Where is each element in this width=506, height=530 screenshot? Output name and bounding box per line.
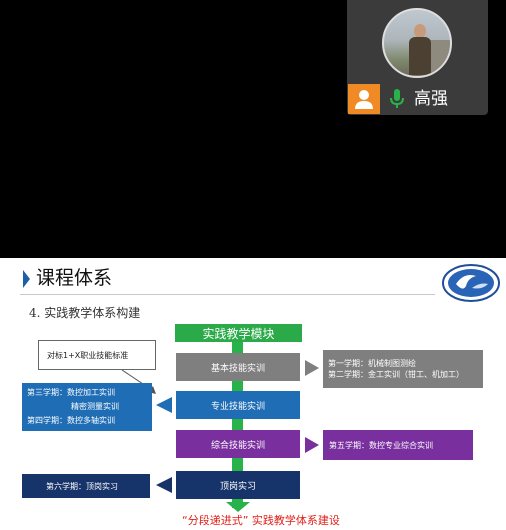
basic-skills-detail: 第一学期：机械制图测绘 第二学期：金工实训（钳工、机加工）: [323, 350, 483, 388]
module-header: 实践教学模块: [175, 324, 302, 342]
user-icon: [355, 90, 373, 109]
arrow-right-icon: [305, 360, 319, 376]
participant-name: 高强: [414, 89, 448, 109]
background-wall: [428, 40, 450, 76]
person-body: [409, 37, 431, 75]
arrow-left-icon: [156, 477, 172, 493]
arrow-right-icon: [305, 437, 319, 453]
basic-detail-line2: 第二学期：金工实训（钳工、机加工）: [328, 370, 464, 379]
internship-box: 顶岗实习: [176, 471, 300, 499]
prof-detail-line2: 精密测量实训: [71, 402, 119, 411]
slide-subtitle: 4. 实践教学体系构建: [29, 306, 141, 320]
presentation-slide: 课程体系 4. 实践教学体系构建 实践教学模块 基本技能实训 专业技能实训 综合…: [0, 258, 506, 530]
prof-detail-line3: 第四学期：数控多轴实训: [27, 416, 115, 425]
person-head: [414, 24, 426, 38]
microphone-icon[interactable]: [388, 88, 406, 110]
arrow-down-icon: [226, 502, 250, 512]
slide-footer: “分段递进式” 实践教学体系建设: [182, 512, 340, 528]
school-logo: [442, 264, 500, 302]
slide-title: 课程体系: [36, 267, 113, 289]
footer-quoted: “分段递进式”: [182, 514, 249, 527]
participant-video: [382, 8, 452, 78]
internship-detail: 第六学期：顶岗实习: [22, 474, 150, 498]
arrow-left-icon: [156, 397, 172, 413]
title-arrow-icon: [23, 270, 30, 288]
basic-skills-box: 基本技能实训: [176, 353, 300, 381]
user-badge: [348, 84, 380, 114]
title-divider: [20, 294, 435, 295]
professional-skills-detail: 第三学期：数控加工实训 精密测量实训 第四学期：数控多轴实训: [22, 383, 152, 431]
flow-spine: [232, 338, 243, 508]
footer-text: 实践教学体系建设: [251, 514, 340, 527]
professional-skills-box: 专业技能实训: [176, 391, 300, 419]
standard-note: 对标1+X职业技能标准: [38, 340, 156, 370]
basic-detail-line1: 第一学期：机械制图测绘: [328, 359, 416, 368]
prof-detail-line1: 第三学期：数控加工实训: [27, 388, 115, 397]
comprehensive-skills-box: 综合技能实训: [176, 430, 300, 458]
comprehensive-detail: 第五学期：数控专业综合实训: [323, 430, 473, 460]
